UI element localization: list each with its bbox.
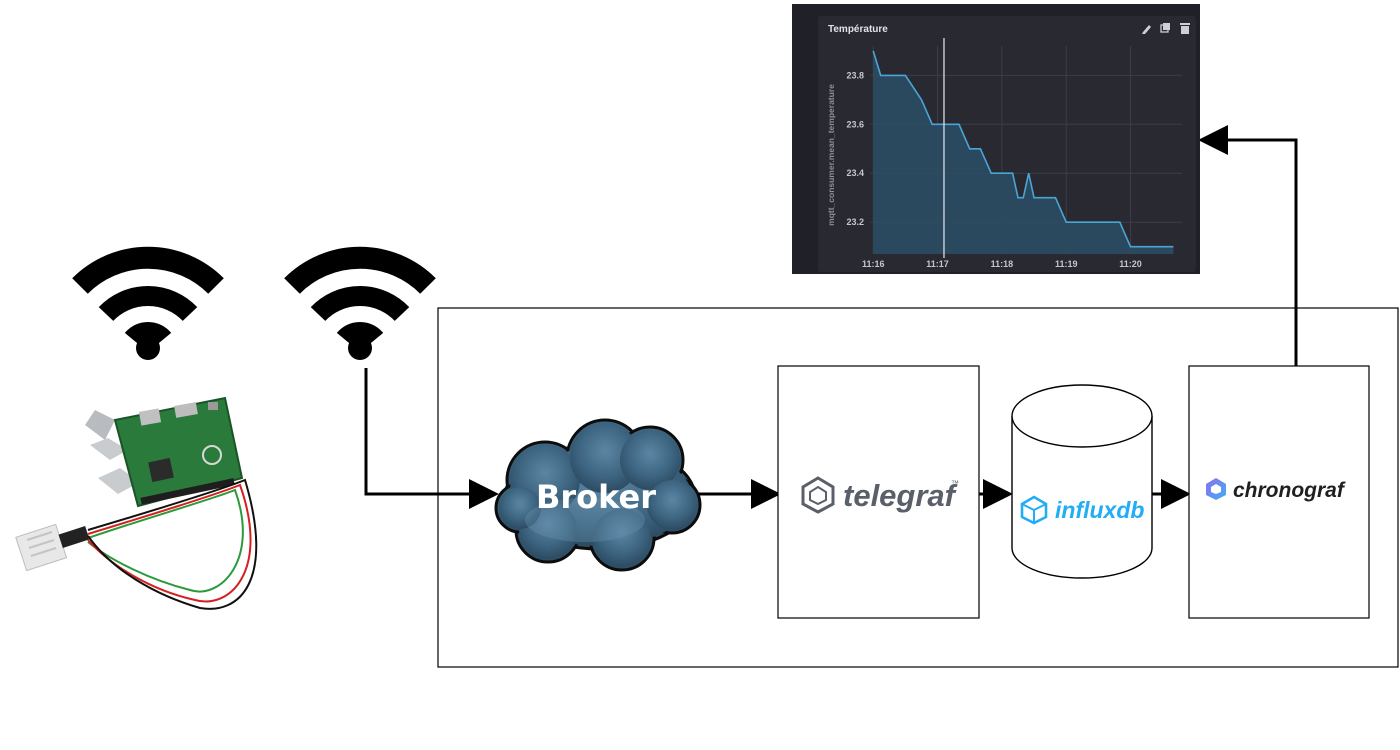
y-tick-label: 23.8: [846, 70, 864, 80]
broker-label: Broker: [536, 478, 656, 516]
telegraf-logo-icon: [801, 476, 835, 514]
series-line: [872, 50, 1174, 248]
influxdb-label: influxdb: [1055, 497, 1144, 523]
trash-icon[interactable]: [1180, 23, 1190, 34]
x-tick-label: 11:18: [991, 259, 1014, 269]
chronograf-dashboard: Température mqtt_consumer.mean_temperatu…: [792, 4, 1200, 274]
x-tick-label: 11:16: [862, 259, 885, 269]
y-tick-label: 23.6: [846, 119, 864, 129]
y-axis-label: mqtt_consumer.mean_temperature: [826, 84, 836, 226]
chart-ticks: 23.8 23.6 23.4 23.2 11:16 11:17 11:18 11:19 11:2…: [846, 70, 1141, 269]
y-tick-label: 23.4: [846, 168, 864, 178]
telegraf-trademark: ™: [951, 479, 959, 488]
influxdb-cylinder: influxdb: [1011, 384, 1153, 579]
influxdb-logo-icon: [1020, 495, 1048, 525]
broker-cloud: Broker: [494, 418, 702, 572]
server-boundary: [437, 307, 1399, 668]
pencil-icon[interactable]: [1142, 25, 1151, 34]
chart-area: [872, 38, 1174, 258]
x-tick-label: 11:19: [1055, 259, 1078, 269]
telegraf-label: telegraf: [843, 478, 958, 513]
arrow-wifi-to-broker: [364, 368, 499, 509]
wifi-icon: [284, 246, 436, 360]
x-tick-label: 11:20: [1119, 259, 1142, 269]
series-area-fill: [873, 50, 1174, 255]
wifi-icon: [72, 246, 224, 360]
copy-icon[interactable]: [1160, 23, 1170, 33]
panel-title: Température: [828, 24, 888, 35]
y-tick-label: 23.2: [846, 217, 864, 227]
telegraf-box: telegraf ™: [777, 365, 980, 619]
arrow-chronograf-to-dashboard: [1198, 125, 1298, 366]
chronograf-logo-icon: [1206, 478, 1226, 500]
raspberry-pi-photo: [15, 396, 258, 610]
x-tick-label: 11:17: [926, 259, 949, 269]
chronograf-box: chronograf: [1188, 365, 1370, 619]
chronograf-label: chronograf: [1233, 479, 1346, 502]
